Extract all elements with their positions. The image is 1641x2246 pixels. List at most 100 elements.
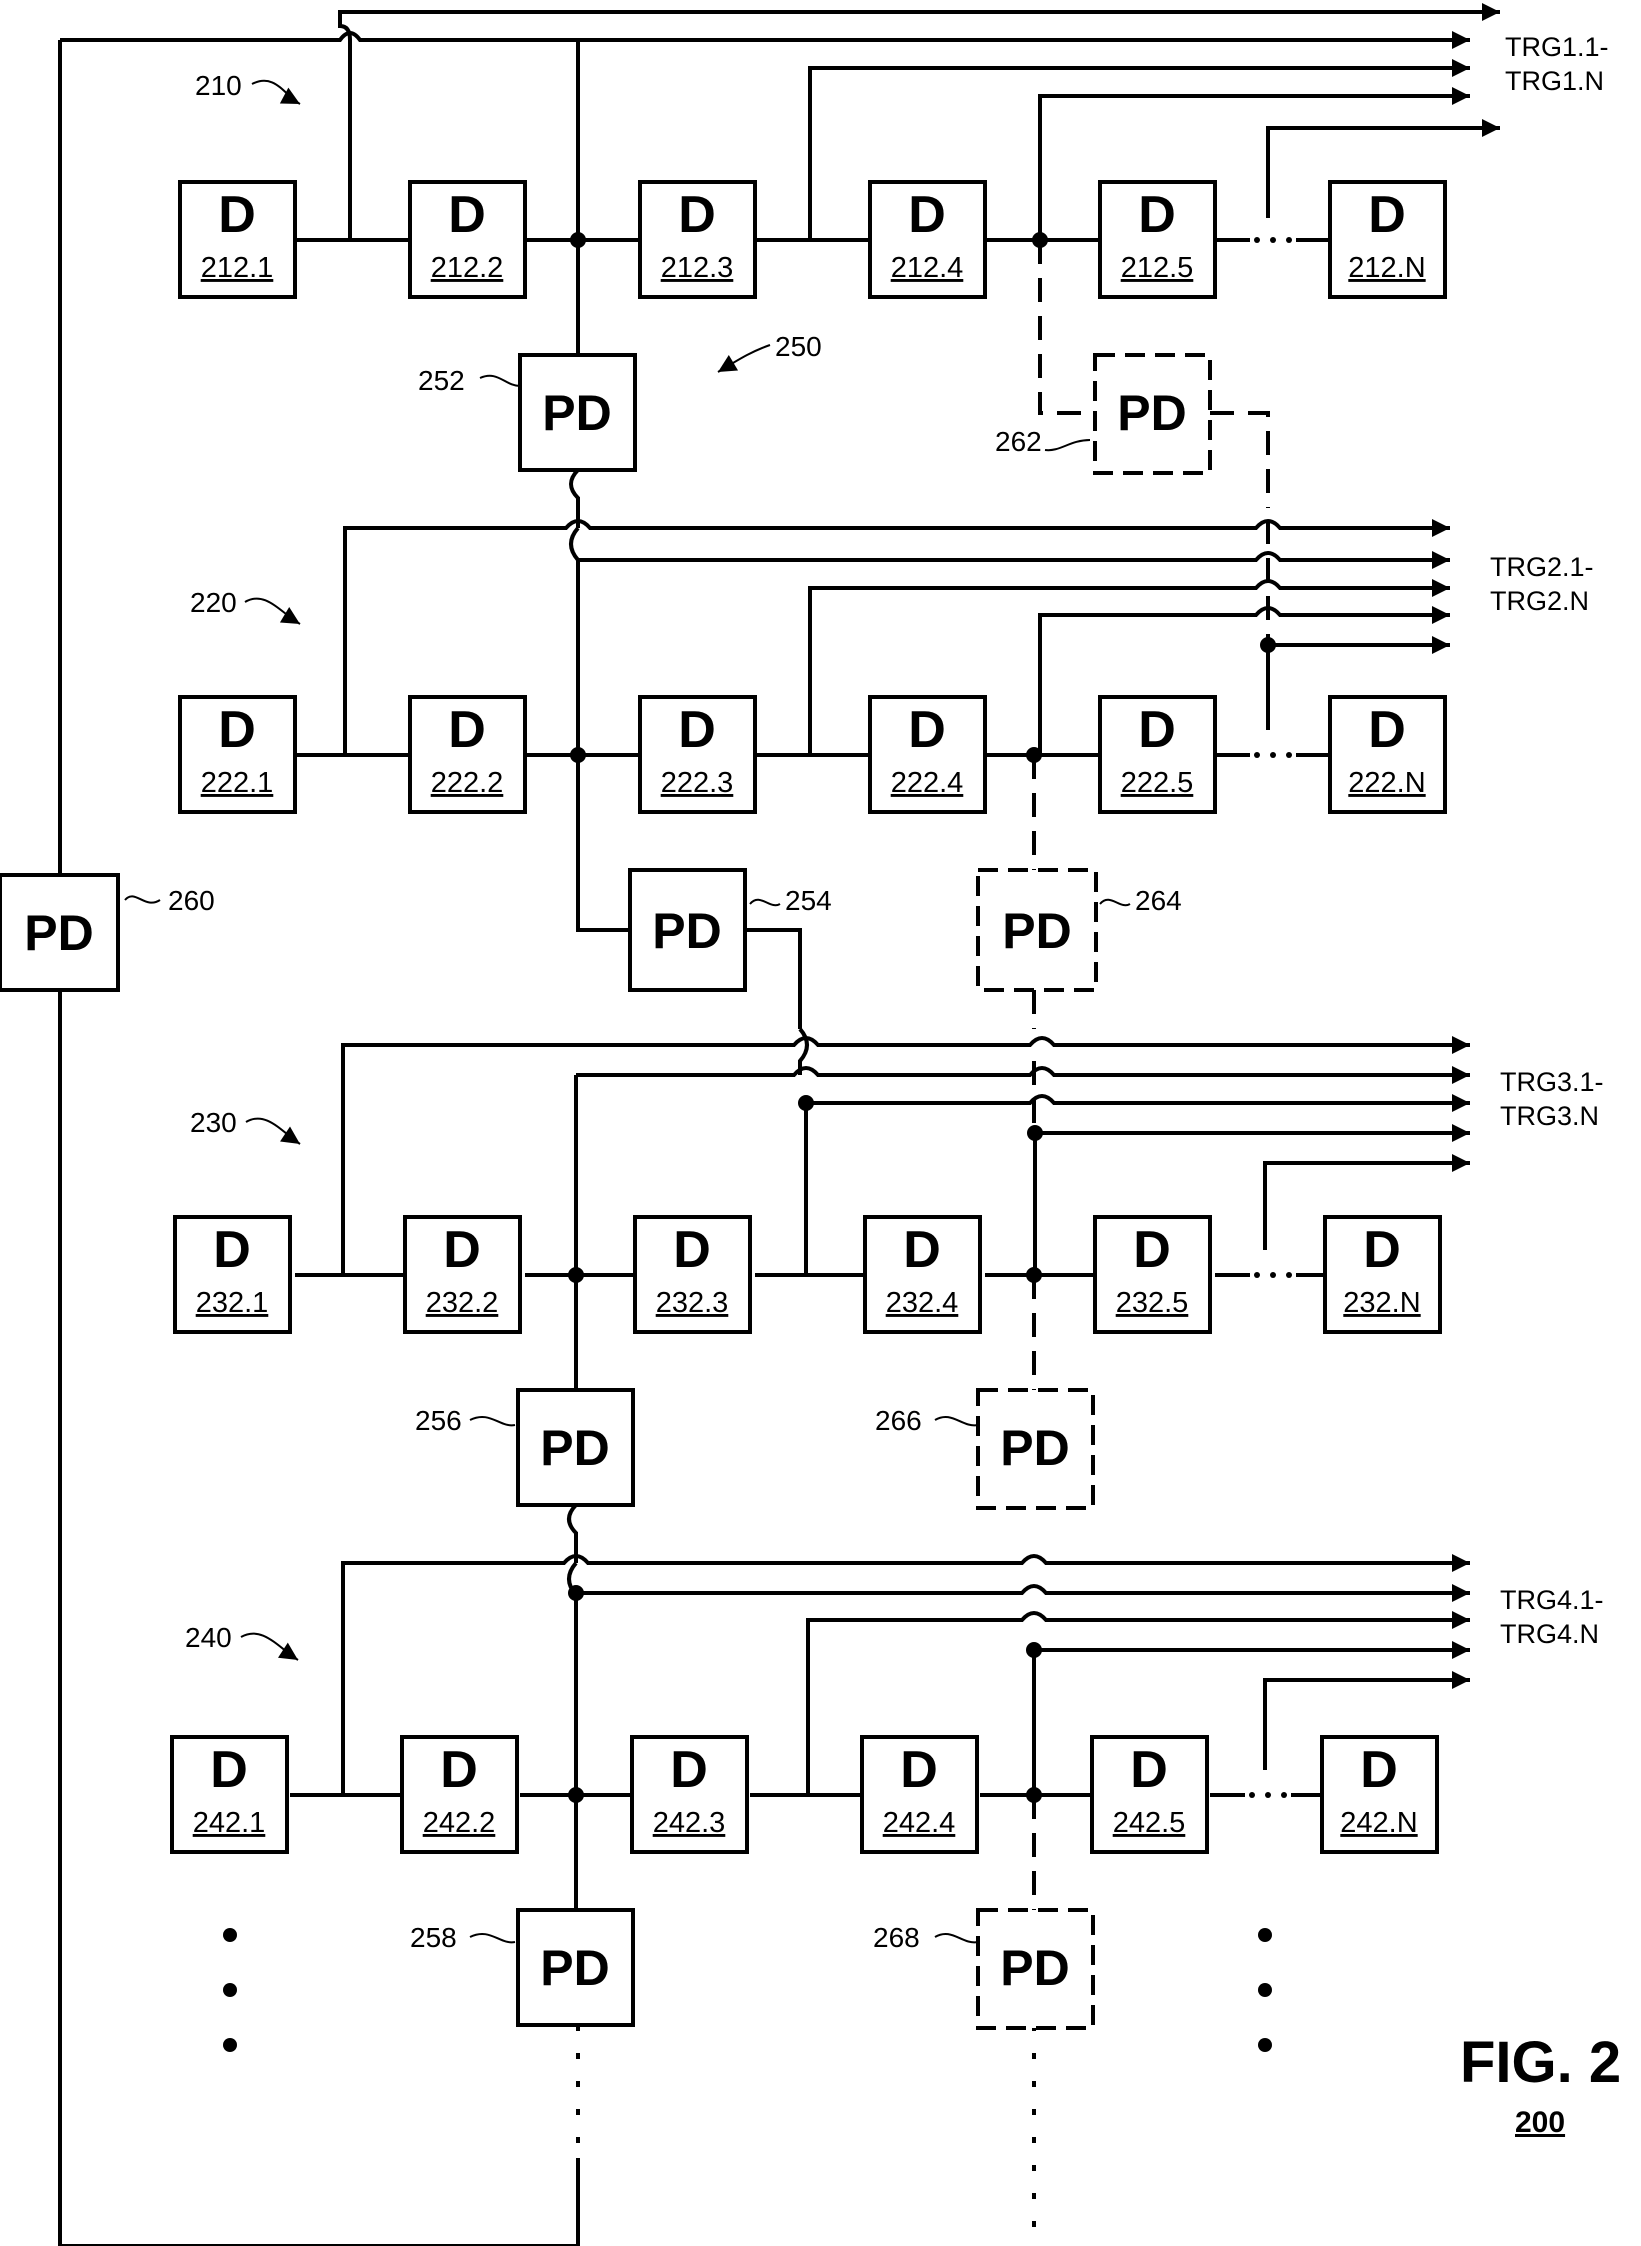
ref-260: 260 [168,885,215,916]
delay-cell: D232.4 [865,1217,980,1332]
pd-label: PD [1117,385,1186,441]
delay-cell-label: D [1133,1221,1171,1279]
pd-260: PD [0,875,118,990]
delay-cell-label: D [210,1741,248,1799]
delay-cell-label: D [900,1741,938,1799]
delay-cell-label: D [1360,1741,1398,1799]
ref-266: 266 [875,1405,922,1436]
delay-cell-number: 232.N [1343,1287,1420,1319]
delay-cell-label: D [218,186,256,244]
delay-cell: D 232.N [1325,1217,1440,1332]
delay-cell-number: 232.4 [886,1287,959,1319]
delay-cell-label: D [678,701,716,759]
delay-cell-label: D [908,186,946,244]
delay-cell-label: D [440,1741,478,1799]
delay-cell: D242.4 [862,1737,977,1852]
delay-cell-number: 222.2 [431,767,504,799]
delay-cell: D212.2 [410,182,525,297]
ref-250: 250 [775,331,822,362]
delay-cell-number: 212.2 [431,252,504,284]
delay-cell: D 242.N [1322,1737,1437,1852]
delay-cell-number: 222.N [1348,767,1425,799]
delay-cell: D 232.3 [635,1217,750,1332]
delay-cell-label: D [1138,186,1176,244]
delay-cell-number: 232.3 [656,1287,729,1319]
pd-label: PD [1002,903,1071,959]
delay-cell-number: 222.5 [1121,767,1194,799]
trg-label: TRG1.1- [1505,32,1609,62]
pd-label: PD [540,1940,609,1996]
delay-cell-label: D [1368,701,1406,759]
trg-label: TRG4.1- [1500,1585,1604,1615]
delay-cell-label: D [213,1221,251,1279]
pd-268: PD [978,1910,1093,2028]
row-ref-240: 240 [185,1622,232,1653]
pd-262: PD [1095,355,1210,473]
delay-cell: D 222.5 [1100,697,1215,812]
delay-cell-label: D [218,701,256,759]
delay-cell: D 222.1 [180,697,295,812]
delay-cell-number: 222.4 [891,767,964,799]
delay-cell-label: D [443,1221,481,1279]
delay-cell-label: D [1363,1221,1401,1279]
row-ref-230: 230 [190,1107,237,1138]
delay-cell-number: 212.1 [201,252,274,284]
delay-cell-number: 242.5 [1113,1807,1186,1839]
delay-cell-number: 212.3 [661,252,734,284]
delay-cell-label: D [908,701,946,759]
delay-cell-number: 242.3 [653,1807,726,1839]
ref-264: 264 [1135,885,1182,916]
delay-cell: D 212.N [1330,182,1445,297]
delay-cell-number: 232.5 [1116,1287,1189,1319]
trg-label: TRG2.N [1490,586,1589,616]
ref-252: 252 [418,365,465,396]
delay-cell-number: 242.N [1340,1807,1417,1839]
delay-cell-number: 222.3 [661,767,734,799]
ref-254: 254 [785,885,832,916]
trg-label: TRG3.N [1500,1101,1599,1131]
delay-cell: D 242.2 [402,1737,517,1852]
delay-cell: D 232.2 [405,1217,520,1332]
delay-cell: D 222.N [1330,697,1445,812]
pd-label: PD [1000,1420,1069,1476]
delay-cells: D212.1 D212.2 D212.3 D212.4 D212.5 D212.… [172,182,1445,1852]
pd-label: PD [1000,1940,1069,1996]
row-ref-210: 210 [195,70,242,101]
delay-cell-label: D [673,1221,711,1279]
pd-266: PD [978,1390,1093,1508]
delay-cell-label: D [670,1741,708,1799]
delay-cell-label: D [448,701,486,759]
delay-cell: D 232.5 [1095,1217,1210,1332]
delay-cell: D 242.3 [632,1737,747,1852]
delay-cell: D 242.5 [1092,1737,1207,1852]
delay-cell: D 242.1 [172,1737,287,1852]
pd-label: PD [540,1420,609,1476]
delay-cell: D212.3 [640,182,755,297]
pd-label: PD [24,905,93,961]
delay-cell-number: 232.2 [426,1287,499,1319]
delay-cell: D 222.4 [870,697,985,812]
figure-number: 200 [1515,2106,1565,2139]
trg-label: TRG3.1- [1500,1067,1604,1097]
delay-cell-number: 222.1 [201,767,274,799]
pd-label: PD [652,903,721,959]
delay-cell: D 232.1 [175,1217,290,1332]
row-ref-220: 220 [190,587,237,618]
delay-cell-number: 212.4 [891,252,964,284]
delay-cell-label: D [1130,1741,1168,1799]
ref-262: 262 [995,426,1042,457]
delay-cell: D 212.1 [180,182,295,297]
delay-cell: D 222.3 [640,697,755,812]
delay-cell-label: D [1368,186,1406,244]
pd-254: PD [630,870,745,990]
delay-cell-label: D [1138,701,1176,759]
ref-258: 258 [410,1922,457,1953]
delay-cell-number: 242.2 [423,1807,496,1839]
trg-label: TRG1.N [1505,66,1604,96]
figure-title: FIG. 2 [1460,2030,1621,2095]
delay-cell-number: 232.1 [196,1287,269,1319]
delay-cell-number: 242.1 [193,1807,266,1839]
delay-cell-number: 212.N [1348,252,1425,284]
delay-cell-number: 212.5 [1121,252,1194,284]
